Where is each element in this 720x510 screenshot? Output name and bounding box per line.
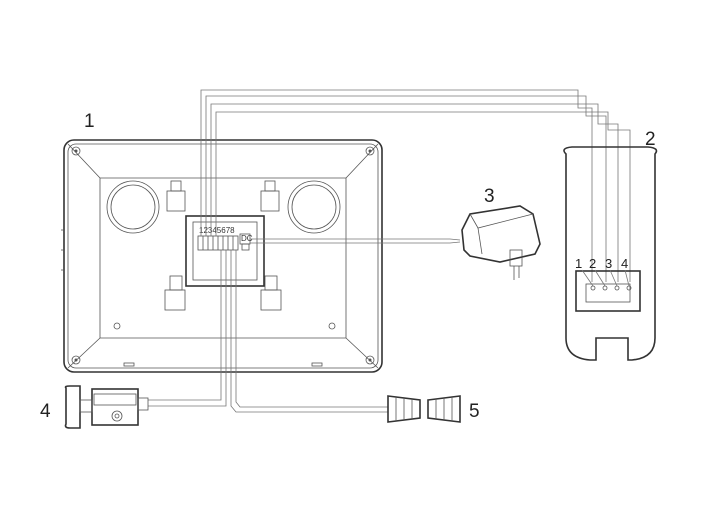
speaker-right bbox=[287, 180, 341, 234]
label-electric-lock: 4 bbox=[40, 401, 51, 422]
power-adapter bbox=[461, 205, 541, 280]
hook-bottom-left bbox=[164, 275, 186, 311]
gate-opener bbox=[387, 395, 461, 423]
hook-top-right bbox=[260, 180, 280, 212]
speaker-left bbox=[106, 180, 160, 234]
pin-3: 3 bbox=[605, 256, 612, 271]
pin-1: 1 bbox=[575, 256, 582, 271]
label-monitor: 1 bbox=[84, 111, 95, 132]
label-outdoor-panel: 2 bbox=[645, 129, 656, 150]
svg-text:DC: DC bbox=[241, 234, 253, 243]
pin-4: 4 bbox=[621, 256, 628, 271]
terminal-numbers: 12345678 bbox=[199, 226, 235, 235]
pin-2: 2 bbox=[589, 256, 596, 271]
hook-top-left bbox=[166, 180, 186, 212]
terminal-block: 12345678 DC bbox=[185, 215, 265, 287]
outdoor-panel: 1 2 3 4 bbox=[563, 146, 658, 361]
hook-bottom-right bbox=[260, 275, 282, 311]
wires bbox=[148, 89, 631, 413]
label-gate-opener: 5 bbox=[469, 401, 480, 422]
electric-lock bbox=[64, 385, 149, 429]
monitor-unit: 12345678 DC bbox=[61, 139, 383, 373]
label-power-adapter: 3 bbox=[484, 186, 495, 207]
